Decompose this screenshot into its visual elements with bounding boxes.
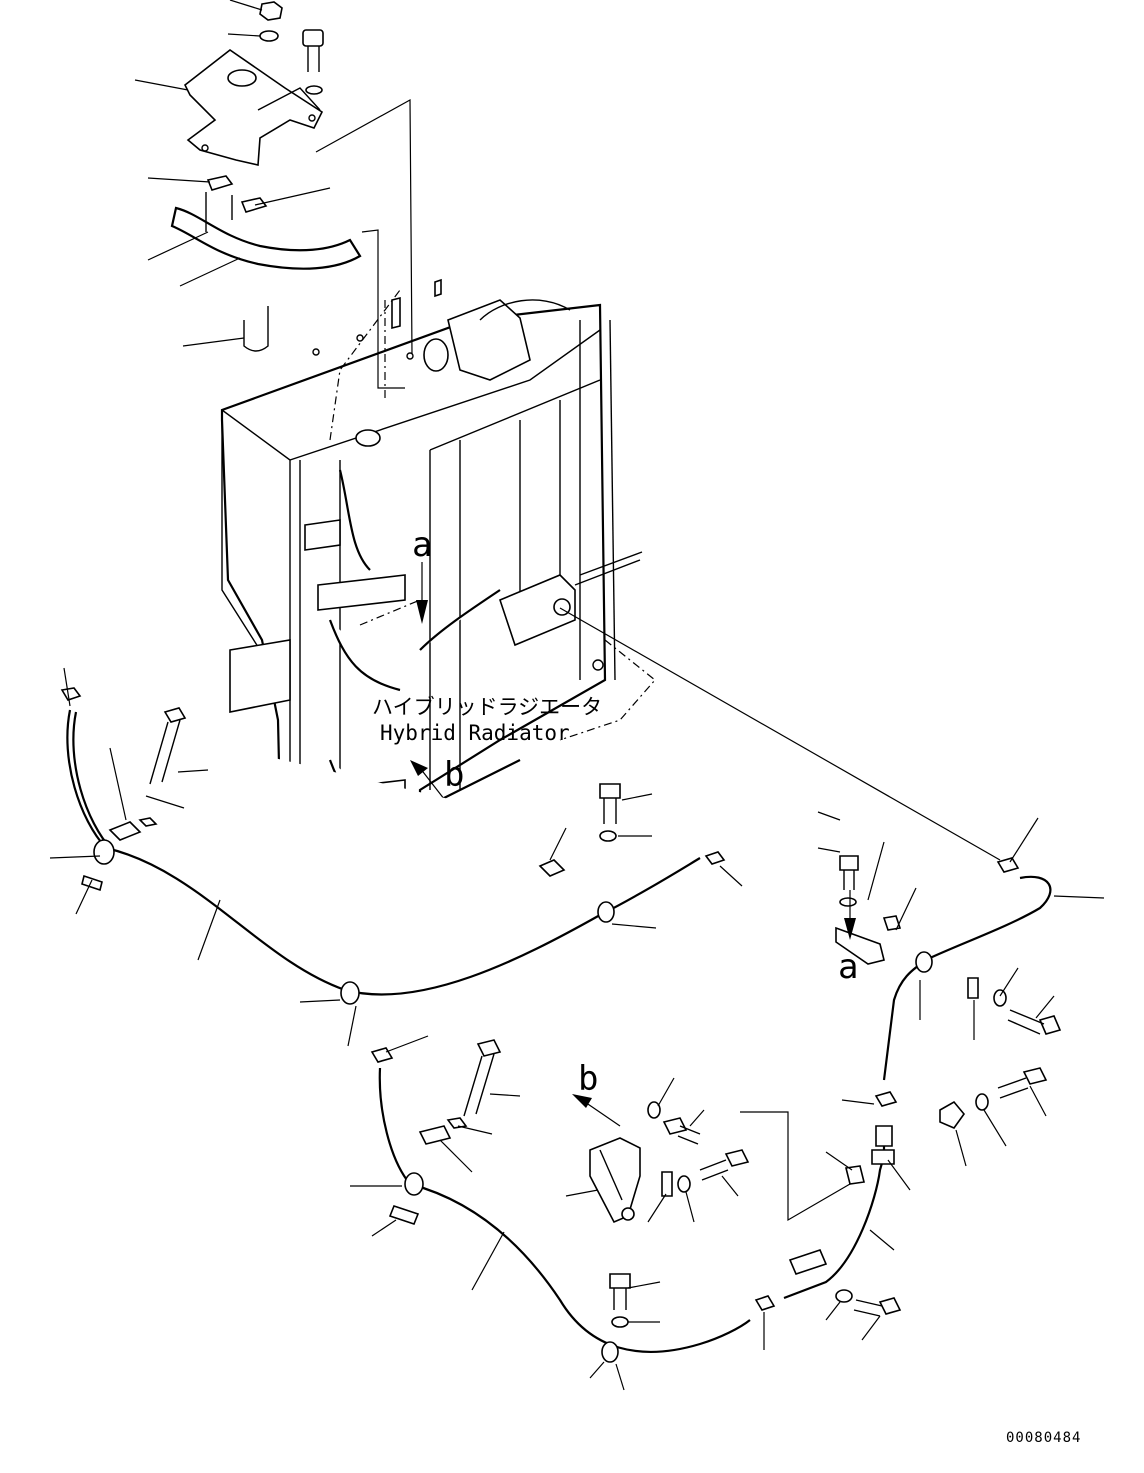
hose-assembly-left <box>49 667 743 1047</box>
hose-assembly-lower <box>350 1035 776 1391</box>
radiator-title-block: ハイブリッドラジエータ Hybrid Radiator <box>372 695 602 745</box>
title-japanese: ハイブリッドラジエータ <box>372 695 602 719</box>
view-a-marker: a <box>412 525 432 624</box>
view-b-bottom-label: b <box>578 1059 598 1099</box>
view-b-label: b <box>444 755 464 795</box>
view-b-bracket-assembly: b <box>565 1059 851 1224</box>
top-bracket-assembly <box>134 0 362 352</box>
view-a-label: a <box>412 525 432 565</box>
pipe-assembly-lower-right <box>783 1067 1048 1341</box>
drawing-number: 00080484 <box>1006 1430 1081 1446</box>
hybrid-radiator-assembly <box>219 98 656 941</box>
hose-assembly-right: a <box>559 607 1105 1081</box>
view-a-bottom-label: a <box>838 947 858 987</box>
title-english: Hybrid Radiator <box>380 721 570 745</box>
